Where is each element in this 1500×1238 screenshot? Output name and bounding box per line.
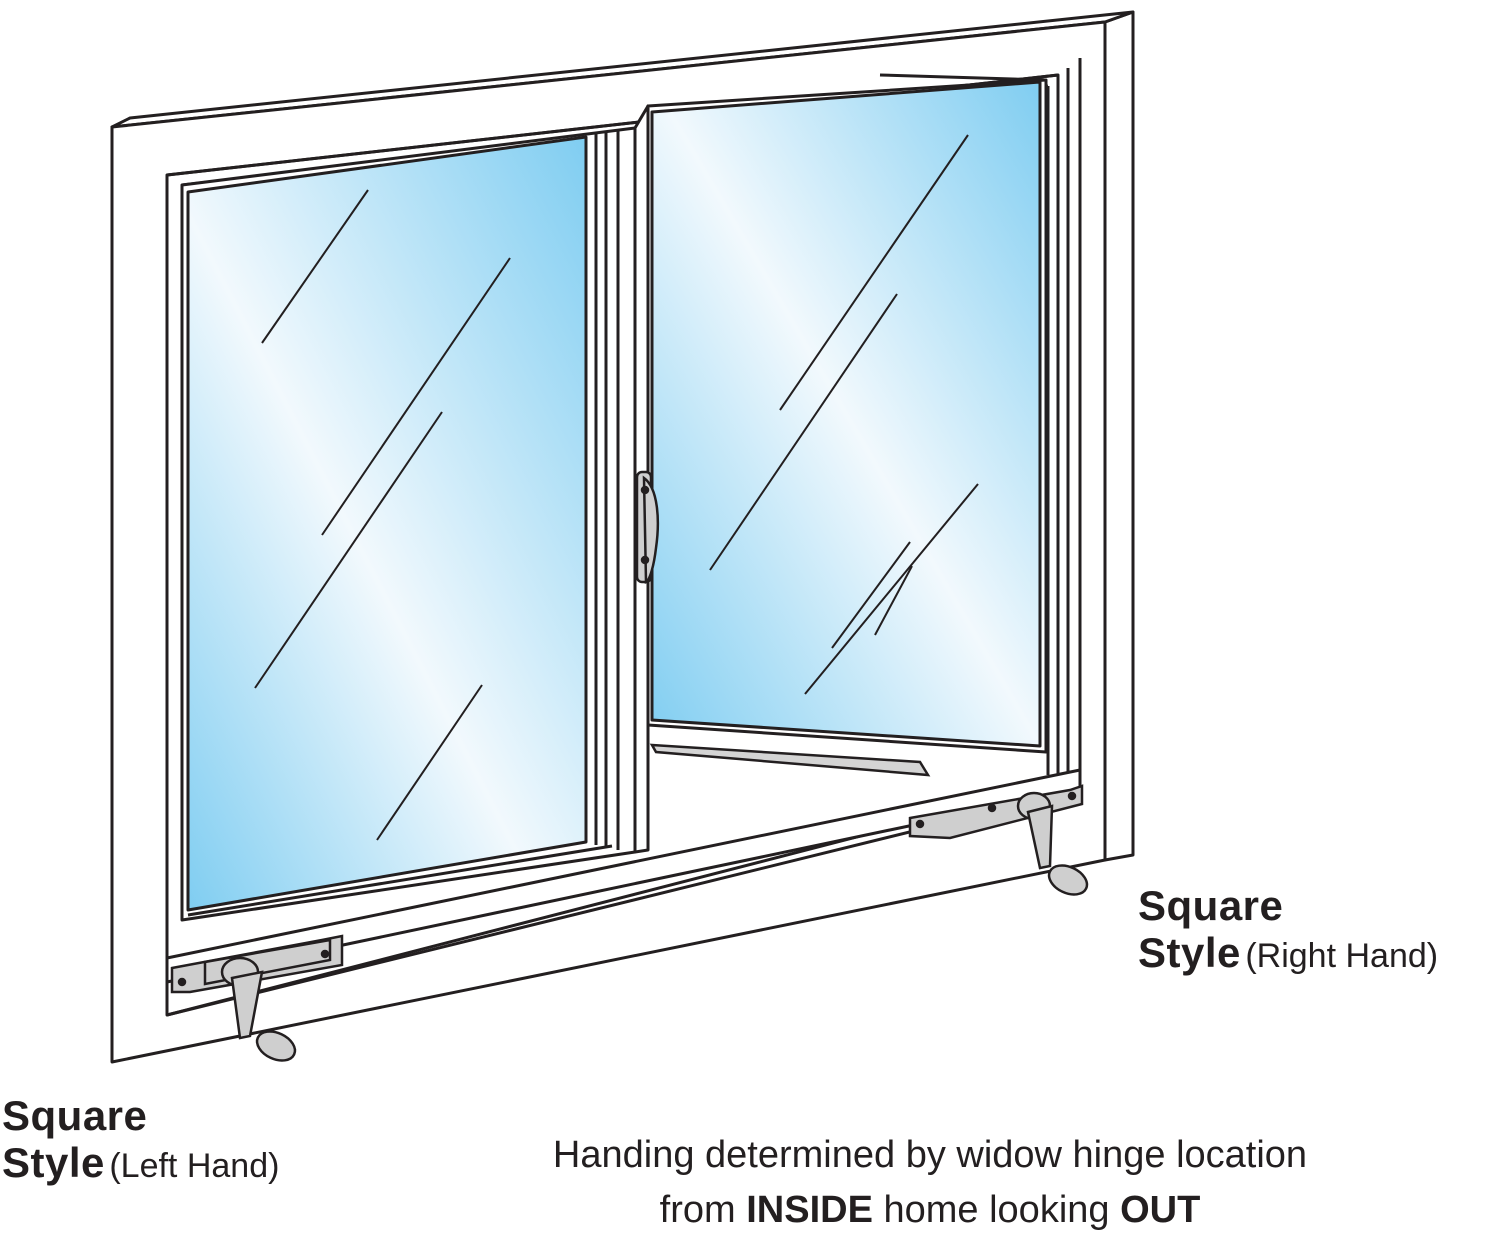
glass-reflection-lines <box>254 134 979 841</box>
label-left-hand-text: (Left Hand) <box>109 1147 280 1186</box>
latch-handle <box>635 470 660 585</box>
caption-line2: from INSIDE home looking OUT <box>430 1183 1430 1238</box>
casement-window-illustration <box>110 10 1135 1064</box>
caption-line2-start: from <box>659 1189 747 1232</box>
caption-inside: INSIDE <box>746 1189 873 1232</box>
right-crank-operator <box>908 784 1089 896</box>
label-left-line2: Style <box>2 1139 105 1187</box>
label-left-line1: Square <box>2 1092 148 1139</box>
caption-line1: Handing determined by widow hinge locati… <box>552 1134 1308 1176</box>
operator-arm <box>649 743 931 777</box>
label-left-hand: Square Style (Left Hand) <box>2 1092 279 1186</box>
caption-line2-middle: home looking <box>872 1189 1121 1232</box>
label-right-line1: Square <box>1138 882 1284 929</box>
label-right-hand: Square Style (Right Hand) <box>1138 882 1438 976</box>
label-right-line2: Style <box>1138 929 1241 977</box>
label-right-hand-text: (Right Hand) <box>1245 937 1439 976</box>
left-crank-operator <box>170 934 344 1062</box>
handing-caption: Handing determined by widow hinge locati… <box>430 1128 1430 1238</box>
caption-out: OUT <box>1120 1189 1201 1232</box>
frame-outer-side <box>1103 10 1135 862</box>
left-glass-pane <box>186 135 588 912</box>
right-glass-pane <box>650 80 1042 748</box>
